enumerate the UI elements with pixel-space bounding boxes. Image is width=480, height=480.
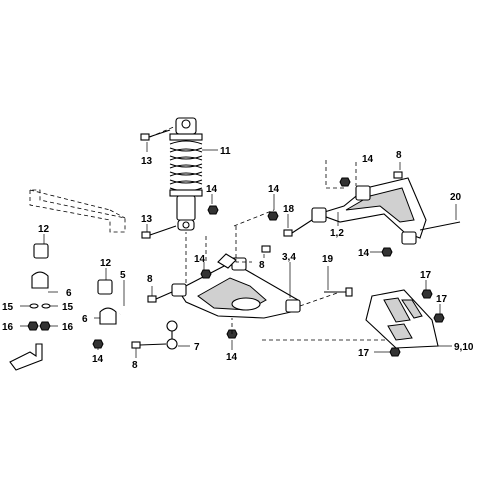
nut-16: [27, 321, 51, 331]
washer-15: [29, 303, 51, 309]
callout-labels: 11 13 13 14 14 14 14 14 14 14 8 8 8 8 18…: [2, 146, 474, 371]
callout-14-upper-right: 14: [358, 248, 370, 259]
bolt-8-lower: [131, 341, 167, 349]
callout-14-lower-left: 14: [92, 354, 104, 365]
callout-17-bottom: 17: [358, 348, 370, 359]
callout-7: 7: [194, 342, 200, 353]
bolt-8-arm: [147, 245, 271, 303]
bolt-19: [324, 287, 353, 297]
callout-20: 20: [450, 192, 462, 203]
callout-16-left: 16: [2, 322, 14, 333]
skid-plate: [365, 289, 439, 349]
callout-14-shock: 14: [206, 184, 218, 195]
callout-16-right: 16: [62, 322, 74, 333]
callout-8-left: 8: [147, 274, 153, 285]
callout-9-10: 9,10: [454, 342, 474, 353]
callout-8-lower: 8: [132, 360, 138, 371]
callout-19: 19: [322, 254, 334, 265]
callout-6-right: 6: [82, 314, 88, 325]
callout-14-mount: 14: [268, 184, 280, 195]
callout-12-left: 12: [38, 224, 50, 235]
callout-5: 5: [120, 270, 126, 281]
bracket-6-left: [31, 271, 49, 289]
link-rod-7: [166, 320, 178, 350]
bolt-18: [283, 219, 313, 237]
stabilizer-bar: [16, 242, 142, 316]
callout-3-4: 3,4: [282, 252, 296, 263]
frame-outline: [29, 189, 126, 233]
shock-absorber: [169, 117, 203, 231]
callout-11: 11: [220, 146, 231, 157]
callout-14-arm: 14: [194, 254, 206, 265]
nut-14-upper: [267, 177, 393, 257]
callout-18: 18: [283, 204, 295, 215]
callout-17-right: 17: [436, 294, 448, 305]
callout-13-top: 13: [141, 156, 153, 167]
callout-8-arm: 8: [259, 260, 265, 271]
leader-lines: [20, 142, 457, 358]
nut-14-shock: [207, 205, 219, 215]
callout-15-left: 15: [2, 302, 14, 313]
bolt-8-upper: [325, 160, 403, 189]
callout-8-upper: 8: [396, 150, 402, 161]
bolt-13-bottom: [141, 225, 177, 239]
callout-17-top: 17: [420, 270, 432, 281]
upper-arm: [311, 177, 461, 245]
callout-1-2: 1,2: [330, 228, 344, 239]
alignment-lines: [185, 209, 420, 341]
callout-15-right: 15: [62, 302, 74, 313]
callout-14-lower-center: 14: [226, 352, 238, 363]
bracket-small: [9, 343, 43, 371]
callout-14-upper-top: 14: [362, 154, 374, 165]
bolt-17: [389, 289, 445, 357]
callout-13-bottom: 13: [141, 214, 153, 225]
bolt-13-top: [140, 125, 177, 141]
bracket-6-right: [99, 307, 117, 325]
lower-arm: [171, 253, 301, 319]
nut-14-lower: [92, 339, 104, 349]
callout-6-left: 6: [66, 288, 72, 299]
callout-12-right: 12: [100, 258, 112, 269]
